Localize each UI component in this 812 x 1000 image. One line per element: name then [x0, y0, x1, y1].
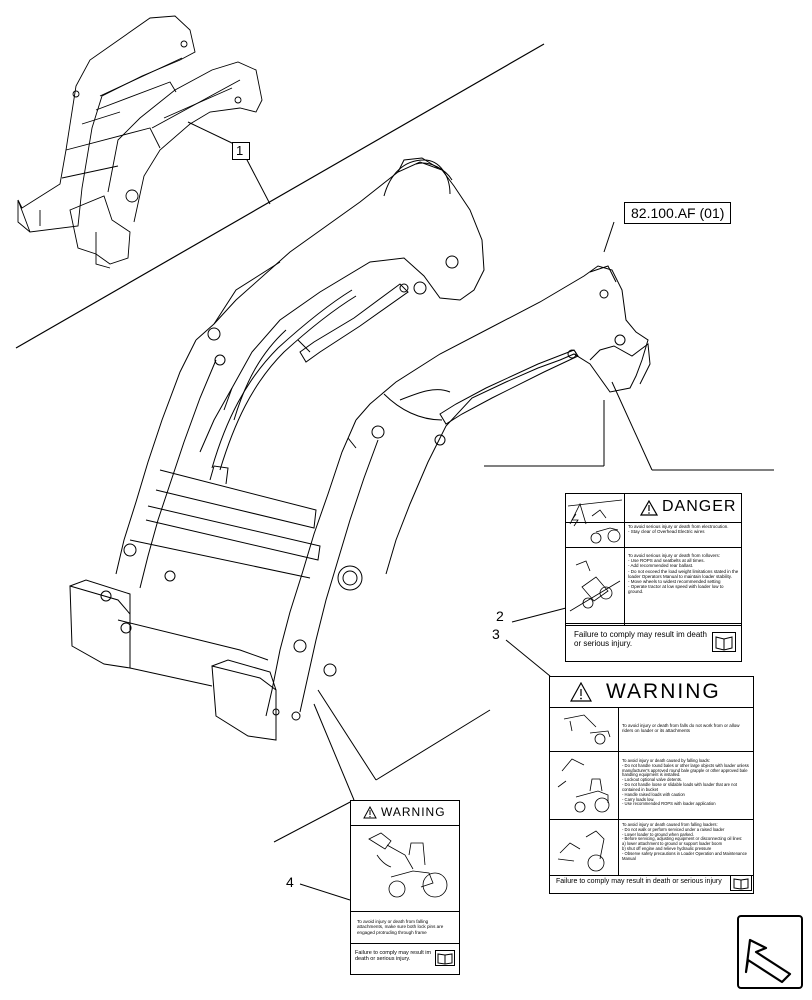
manual-book-icon: [730, 875, 752, 891]
crush-hazard-pictogram: [550, 819, 619, 875]
danger-row-rollover: To avoid serious injury or death from ro…: [566, 547, 741, 626]
warning-small-footer: Failure to comply may result im death or…: [351, 943, 459, 974]
callout-4: 4: [286, 874, 294, 890]
warning-large-footer: Failure to comply may result in death or…: [550, 873, 753, 893]
alert-triangle-icon: [363, 806, 377, 819]
danger-decal-header: DANGER: [566, 494, 741, 523]
callout-1-label: 1: [236, 143, 244, 158]
warning-row-falling-loads: To avoid injury or death caused by falli…: [550, 751, 753, 820]
loader-main: [69, 157, 651, 741]
danger-header-label: DANGER: [662, 498, 737, 515]
alert-triangle-icon: [570, 682, 592, 702]
separator-line: [15, 43, 545, 349]
manual-book-icon: [435, 950, 455, 966]
danger-row2-text: To avoid serious injury or death from ro…: [628, 553, 739, 595]
reference-code[interactable]: 82.100.AF (01): [624, 202, 732, 224]
rollover-hazard-pictogram: [566, 547, 625, 625]
callout-3-label: 3: [492, 626, 500, 642]
fall-hazard-pictogram: [550, 707, 619, 751]
warning-row-falling-loaders: To avoid injury or death caused from fal…: [550, 819, 753, 876]
danger-footer-text: Failure to comply may result im death or…: [574, 630, 707, 648]
danger-row1-text: To avoid serious injury or death from el…: [628, 524, 729, 535]
warning-small-text: To avoid injury or death from falling at…: [357, 919, 444, 935]
arrow-navigation-icon[interactable]: [736, 914, 804, 990]
callout-4-label: 4: [286, 874, 294, 890]
warning-small-header: WARNING: [351, 801, 459, 826]
warning-small-pictogram: [351, 825, 459, 912]
warning-large-header: WARNING: [550, 677, 753, 708]
warning-small-header-label: WARNING: [381, 805, 446, 819]
callout-3: 3: [492, 626, 500, 642]
warning-row3-text: To avoid injury or death caused from fal…: [622, 822, 748, 861]
warning-small-footer-text: Failure to comply may result im death or…: [355, 950, 432, 962]
warning-large-header-label: WARNING: [606, 680, 721, 703]
leader-ref: [603, 221, 615, 253]
warning-decal-small: WARNING To avoid injury or death from fa…: [350, 800, 460, 975]
reference-code-label: 82.100.AF (01): [631, 205, 725, 221]
warning-row-falls: To avoid injury or death from falls do n…: [550, 707, 753, 752]
danger-row-electric: To avoid serious injury or death from el…: [566, 494, 741, 548]
warning-large-footer-text: Failure to comply may result in death or…: [556, 878, 722, 885]
warning-row1-text: To avoid injury or death from falls do n…: [622, 723, 740, 734]
danger-footer: Failure to comply may result im death or…: [566, 623, 741, 661]
danger-decal: DANGER To avoid serious injury or death …: [565, 493, 742, 662]
falling-load-pictogram: [550, 751, 619, 819]
manual-book-icon: [712, 632, 736, 652]
callout-1: 1: [232, 142, 250, 160]
callout-2-label: 2: [496, 608, 504, 624]
alert-triangle-icon: [640, 500, 658, 516]
callout-2: 2: [496, 608, 504, 624]
warning-row2-text: To avoid injury or death caused by falli…: [622, 758, 749, 807]
warning-decal-large: WARNING To avoid injury or death from fa…: [549, 676, 754, 894]
loader-thumbnail: [17, 15, 263, 269]
electric-hazard-pictogram: [566, 494, 625, 547]
